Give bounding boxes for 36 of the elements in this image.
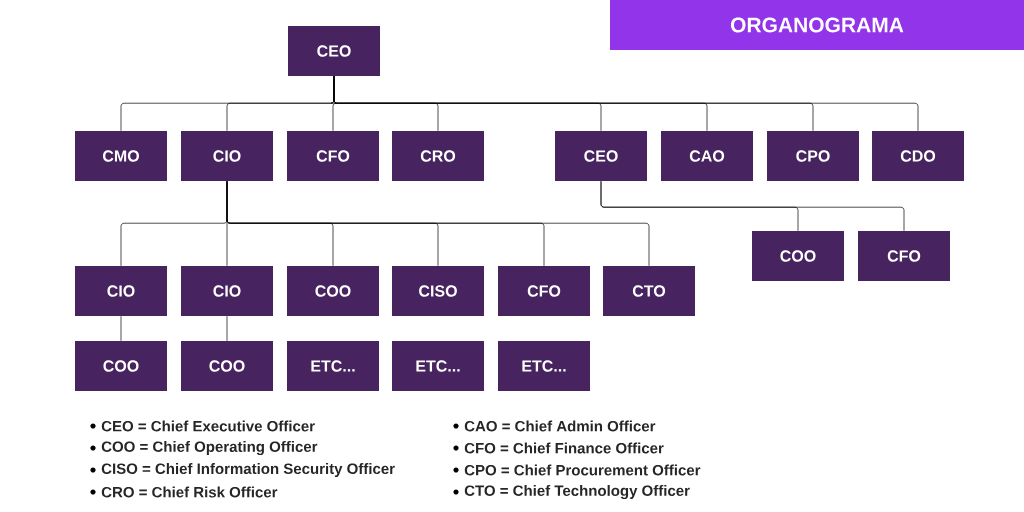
connector [226,315,228,342]
role-box: CEO [288,26,380,76]
legend-item: CPO = Chief Procurement Officer [453,464,701,476]
role-box: CRO [392,131,484,181]
role-box: ETC... [498,341,590,391]
connector [600,180,905,232]
role-box: CAO [661,131,753,181]
role-box: CISO [392,266,484,316]
role-box: ETC... [392,341,484,391]
legend-item: CISO = Chief Information Security Officer [90,463,395,477]
connector [120,315,122,342]
legend-item: CFO = Chief Finance Officer [453,442,664,454]
role-box: CMO [75,131,167,181]
role-box: CFO [287,131,379,181]
role-box: ETC... [287,341,379,391]
role-box: COO [287,266,379,316]
role-box: CFO [858,231,950,281]
connector [333,75,919,132]
role-box: COO [75,341,167,391]
role-box: CIO [181,266,273,316]
legend-item: CRO = Chief Risk Officer [90,486,278,498]
role-box: CEO [555,131,647,181]
legend-item: COO = Chief Operating Officer [90,441,318,456]
legend-item: CAO = Chief Admin Officer [453,420,656,432]
title-banner: ORGANOGRAMA [610,0,1024,50]
role-box: CIO [75,266,167,316]
legend-item: CEO = Chief Executive Officer [90,420,315,432]
role-box: CFO [498,266,590,316]
role-box: CPO [767,131,859,181]
role-box: CTO [603,266,695,316]
role-box: CDO [872,131,964,181]
role-box: COO [181,341,273,391]
role-box: CIO [181,131,273,181]
legend-item: CTO = Chief Technology Officer [453,485,690,500]
role-box: COO [752,231,844,281]
connector [226,180,650,267]
